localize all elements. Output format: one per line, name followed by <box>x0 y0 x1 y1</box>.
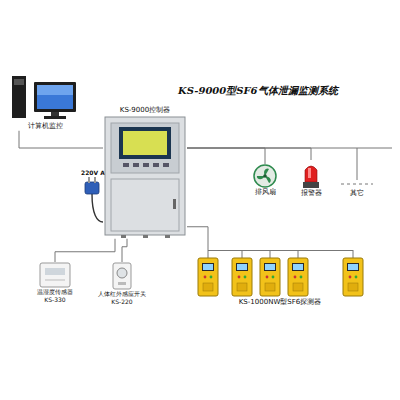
alarm-beacon: 报警器 <box>296 160 326 198</box>
device-label: 温湿度传感器 <box>37 288 73 296</box>
other-device-icon <box>337 180 377 189</box>
model-number: KS-330 <box>44 296 65 304</box>
device-label: KS-9000控制器 <box>120 106 170 115</box>
device-label: 报警器 <box>301 189 322 198</box>
bus-line <box>357 148 392 149</box>
signal-wire <box>19 131 103 148</box>
exhaust-fan-icon <box>248 164 282 188</box>
controller-cabinet-icon <box>103 115 187 239</box>
signal-wire <box>122 239 127 262</box>
diagram-title: KS-9000型SF6气体泄漏监测系统 <box>178 84 338 98</box>
detector-group-icon <box>190 250 370 298</box>
device-label: 其它 <box>350 189 364 198</box>
device-label: 计算机监控 <box>28 122 63 131</box>
infrared-switch: 人体红外感应开关KS-220 <box>94 262 150 305</box>
signal-wire <box>187 227 208 250</box>
power-plug <box>85 177 103 222</box>
signal-wire <box>187 148 311 160</box>
infrared-switch-icon <box>94 262 150 290</box>
device-label: KS-1000NW型SF6探测器 <box>239 298 321 307</box>
humidity-sensor: 温湿度传感器KS-330 <box>30 262 80 303</box>
model-number: KS-220 <box>111 298 132 306</box>
humidity-sensor-icon <box>30 262 80 288</box>
controller-cabinet: KS-9000控制器 <box>103 106 187 239</box>
exhaust-fan: 排风扇 <box>248 164 282 197</box>
device-label: 人体红外感应开关 <box>98 290 146 298</box>
other-device: 其它 <box>337 180 377 198</box>
computer-monitor-icon <box>10 76 80 122</box>
detector-group: KS-1000NW型SF6探测器 <box>190 250 370 307</box>
alarm-beacon-icon <box>296 160 326 189</box>
computer-monitor: 计算机监控 <box>10 76 80 131</box>
signal-wire <box>55 239 115 262</box>
signal-wire <box>187 148 265 164</box>
device-label: 排风扇 <box>255 188 276 197</box>
